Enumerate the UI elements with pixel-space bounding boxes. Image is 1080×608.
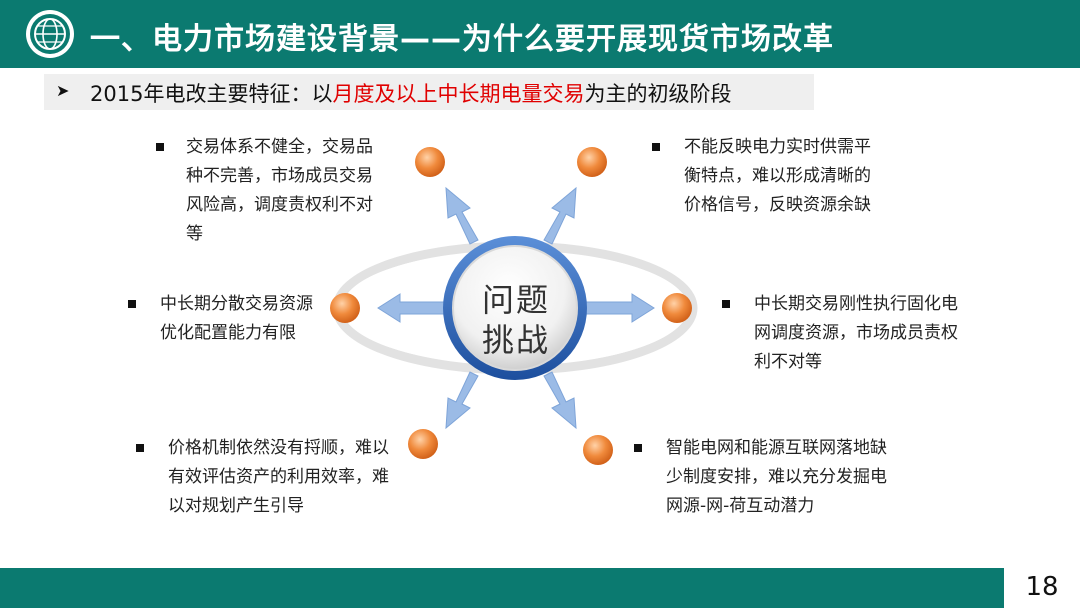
square-bullet-icon: [652, 143, 660, 151]
arrow-right-icon: [583, 293, 655, 323]
center-circle: [452, 245, 578, 371]
square-bullet-icon: [156, 143, 164, 151]
challenge-item: 不能反映电力实时供需平衡特点，难以形成清晰的价格信号，反映资源余缺: [652, 133, 880, 220]
challenge-item-text: 价格机制依然没有捋顺，难以有效评估资产的利用效率，难以对规划产生引导: [168, 438, 389, 516]
challenge-item-text: 不能反映电力实时供需平衡特点，难以形成清晰的价格信号，反映资源余缺: [684, 137, 871, 215]
challenge-item: 智能电网和能源互联网落地缺少制度安排，难以充分发掘电网源-网-荷互动潜力: [634, 434, 896, 521]
challenge-item-text: 交易体系不健全，交易品种不完善，市场成员交易风险高，调度责权利不对等: [186, 137, 373, 244]
page-title: 一、电力市场建设背景——为什么要开展现货市场改革: [90, 22, 834, 57]
arrow-bullet-icon: ➤: [56, 81, 70, 100]
challenge-item: 价格机制依然没有捋顺，难以有效评估资产的利用效率，难以对规划产生引导: [136, 434, 398, 521]
header-bar: 一、电力市场建设背景——为什么要开展现货市场改革: [0, 0, 1080, 68]
square-bullet-icon: [136, 444, 144, 452]
challenge-item-text: 智能电网和能源互联网落地缺少制度安排，难以充分发掘电网源-网-荷互动潜力: [666, 438, 887, 516]
arrow-lower-left-icon: [445, 371, 479, 430]
arrow-lower-right-icon: [543, 371, 577, 430]
node-group: [330, 147, 692, 465]
node-lower-left: [408, 429, 438, 459]
subtitle-highlight: 月度及以上中长期电量交易: [332, 82, 585, 106]
center-label-line1: 问题: [481, 281, 550, 319]
challenge-item-text: 中长期交易刚性执行固化电网调度资源，市场成员责权利不对等: [754, 294, 958, 372]
challenge-item: 中长期分散交易资源优化配置能力有限: [128, 290, 328, 348]
subtitle-suffix: 为主的初级阶段: [584, 82, 732, 106]
arrow-left-icon: [377, 293, 449, 323]
node-upper-left: [415, 147, 445, 177]
node-upper-right: [577, 147, 607, 177]
challenge-item: 中长期交易刚性执行固化电网调度资源，市场成员责权利不对等: [722, 290, 970, 377]
challenge-item-text: 中长期分散交易资源优化配置能力有限: [160, 294, 313, 343]
node-right: [662, 293, 692, 323]
node-left: [330, 293, 360, 323]
footer-bar: [0, 568, 1080, 608]
company-logo-icon: [26, 10, 74, 58]
square-bullet-icon: [634, 444, 642, 452]
challenge-item: 交易体系不健全，交易品种不完善，市场成员交易风险高，调度责权利不对等: [156, 133, 386, 249]
page-number: 18: [1025, 572, 1059, 602]
arrow-upper-left-icon: [445, 186, 479, 245]
subtitle-prefix: 2015年电改主要特征：以: [90, 82, 333, 106]
subtitle: 2015年电改主要特征：以月度及以上中长期电量交易为主的初级阶段: [90, 78, 731, 108]
square-bullet-icon: [128, 300, 136, 308]
page-number-box: 18: [1004, 568, 1080, 608]
center-label-line2: 挑战: [481, 321, 550, 359]
arrow-upper-right-icon: [543, 186, 577, 245]
square-bullet-icon: [722, 300, 730, 308]
node-lower-right: [583, 435, 613, 465]
center-label: 问题 挑战: [470, 280, 562, 360]
subtitle-bar: ➤ 2015年电改主要特征：以月度及以上中长期电量交易为主的初级阶段: [44, 74, 814, 110]
arrows-group: [377, 186, 655, 430]
